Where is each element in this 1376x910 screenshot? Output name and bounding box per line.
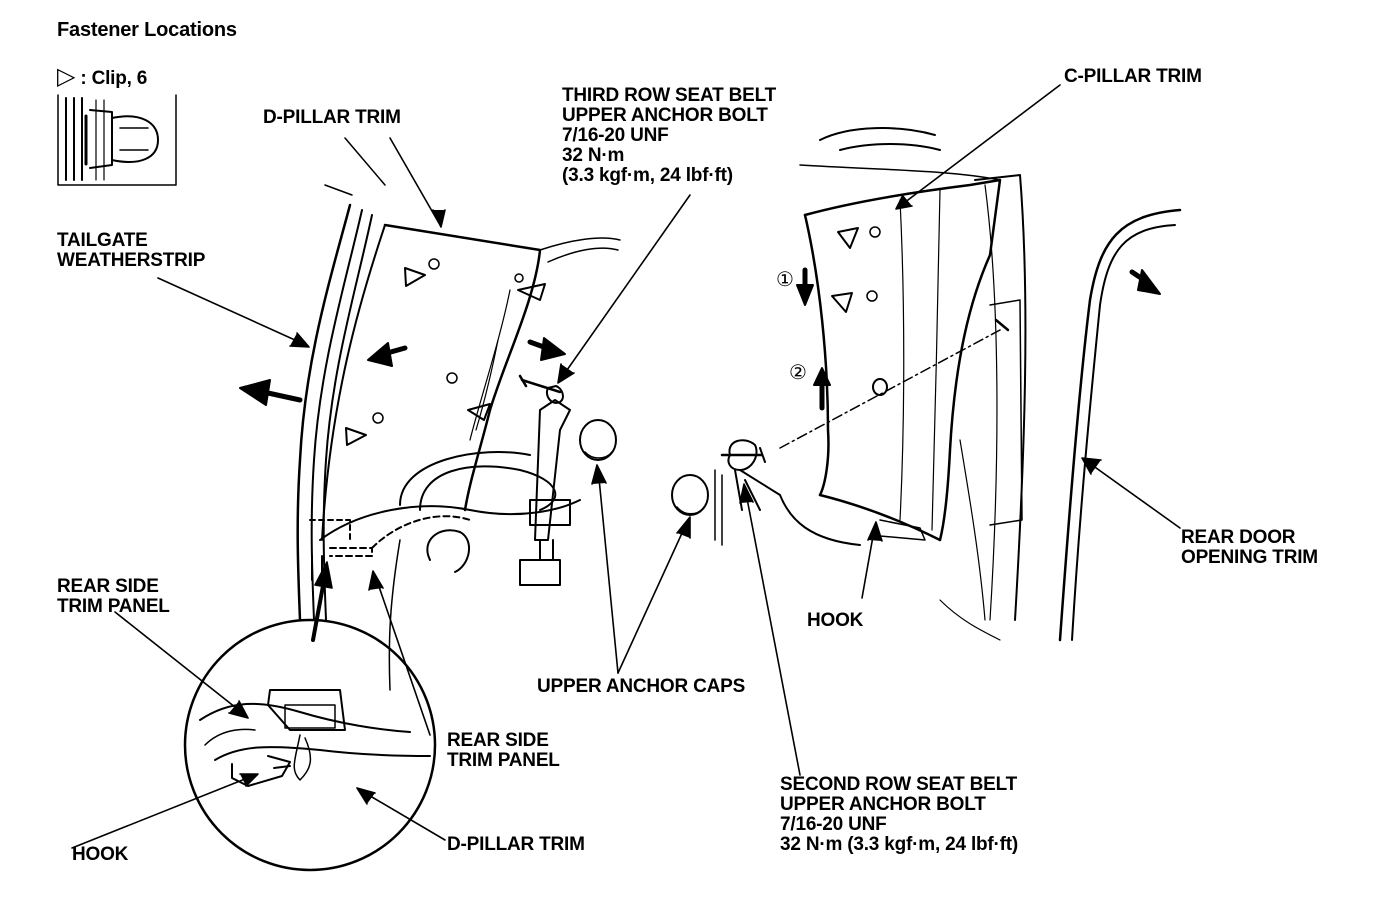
clip-legend-text: : Clip, 6 [80, 68, 148, 89]
third-row-bolt-line-3: 7/16-20 UNF [562, 125, 669, 146]
d-pillar-assembly [239, 137, 621, 691]
rear-door-opening-trim-line-2: OPENING TRIM [1181, 547, 1318, 568]
label-hook-left: HOOK [72, 844, 129, 865]
second-row-bolt-line-3: 7/16-20 UNF [780, 814, 887, 835]
diagram-title: Fastener Locations [57, 19, 237, 41]
second-row-bolt-line-2: UPPER ANCHOR BOLT [780, 794, 986, 815]
step-marker-2: ② [789, 362, 807, 384]
leader-lines [71, 84, 1181, 849]
third-row-bolt-line-2: UPPER ANCHOR BOLT [562, 105, 768, 126]
clip-triangle-icon: ▷ [57, 63, 76, 90]
label-c-pillar-trim: C-PILLAR TRIM [1064, 66, 1202, 87]
label-upper-anchor-caps: UPPER ANCHOR CAPS [537, 676, 746, 697]
second-row-bolt-line-1: SECOND ROW SEAT BELT [780, 774, 1018, 795]
label-rear-door-opening-trim: REAR DOOR OPENING TRIM [1181, 528, 1318, 568]
tailgate-weatherstrip-line-2: WEATHERSTRIP [57, 250, 206, 271]
third-row-bolt-line-5: (3.3 kgf·m, 24 lbf·ft) [562, 165, 733, 186]
rear-side-trim-panel-left-line-2: TRIM PANEL [57, 596, 170, 617]
label-rear-side-trim-panel-left: REAR SIDE TRIM PANEL [57, 577, 170, 617]
rear-side-trim-panel-left-line-1: REAR SIDE [57, 576, 159, 597]
label-rear-side-trim-panel-center: REAR SIDE TRIM PANEL [447, 731, 560, 771]
step-marker-1: ① [776, 269, 794, 291]
rear-side-trim-panel-center-line-2: TRIM PANEL [447, 750, 560, 771]
c-pillar-assembly [671, 127, 1182, 642]
hook-detail-circle [183, 618, 437, 872]
tailgate-weatherstrip-line-1: TAILGATE [57, 230, 148, 251]
third-row-bolt-line-1: THIRD ROW SEAT BELT [562, 85, 776, 106]
clip-detail-inset [57, 94, 177, 186]
rear-door-opening-trim-line-1: REAR DOOR [1181, 527, 1296, 548]
label-d-pillar-trim-top: D-PILLAR TRIM [263, 107, 401, 128]
label-third-row-bolt: THIRD ROW SEAT BELT UPPER ANCHOR BOLT 7/… [562, 86, 776, 186]
third-row-bolt-line-4: 32 N·m [562, 145, 625, 166]
second-row-bolt-line-4: 32 N·m (3.3 kgf·m, 24 lbf·ft) [780, 834, 1019, 855]
clip-legend: ▷ : Clip, 6 [57, 65, 148, 89]
rear-side-trim-panel-center-line-1: REAR SIDE [447, 730, 549, 751]
label-d-pillar-trim-bottom: D-PILLAR TRIM [447, 834, 585, 855]
label-second-row-bolt: SECOND ROW SEAT BELT UPPER ANCHOR BOLT 7… [780, 775, 1018, 855]
label-tailgate-weatherstrip: TAILGATE WEATHERSTRIP [57, 231, 205, 271]
label-hook-right: HOOK [807, 610, 864, 631]
